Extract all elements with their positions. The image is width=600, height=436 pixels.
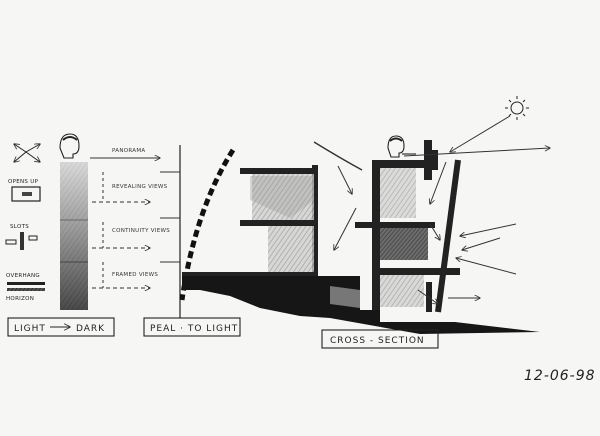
caption-cross-section: CROSS - SECTION bbox=[330, 336, 425, 346]
note-revealing-views: REVEALING VIEWS bbox=[112, 184, 168, 190]
caption-dark: DARK bbox=[76, 324, 105, 334]
caption-light: LIGHT bbox=[14, 324, 46, 334]
viewer-head-icon bbox=[387, 135, 416, 158]
overhang-icon bbox=[7, 282, 45, 285]
viewer-head-icon bbox=[59, 133, 80, 159]
label-opens-up: OPENS UP bbox=[8, 179, 39, 185]
note-continuity-views: CONTINUITY VIEWS bbox=[112, 228, 170, 234]
slot-vertical-icon bbox=[20, 232, 24, 250]
panorama-arrows-icon bbox=[14, 144, 40, 162]
right-panel: CROSS - SECTION bbox=[182, 96, 550, 349]
note-panorama: PANORAMA bbox=[112, 148, 145, 154]
ground-mass bbox=[182, 276, 540, 334]
sketch-date: 12-06-98 bbox=[524, 368, 596, 384]
caption-box-peal-to-light bbox=[143, 317, 241, 337]
light-arc bbox=[179, 148, 236, 301]
caption-peal-to-light: PEAL · TO LIGHT bbox=[150, 324, 238, 334]
left-panel: OPENS UP SLOTS OVERHANG HORIZON bbox=[5, 133, 170, 337]
window-opening-icon bbox=[11, 186, 41, 202]
label-overhang: OVERHANG bbox=[6, 273, 40, 279]
sun-icon bbox=[505, 96, 529, 120]
label-horizon: HORIZON bbox=[6, 296, 34, 302]
building-section bbox=[355, 140, 461, 313]
note-framed-views: FRAMED VIEWS bbox=[112, 272, 158, 278]
section-floors bbox=[182, 165, 318, 283]
label-slots: SLOTS bbox=[10, 224, 29, 230]
caption-box-cross-section bbox=[321, 329, 439, 349]
caption-box-light-dark bbox=[7, 317, 115, 337]
slot-horizontal-icon bbox=[5, 239, 17, 245]
